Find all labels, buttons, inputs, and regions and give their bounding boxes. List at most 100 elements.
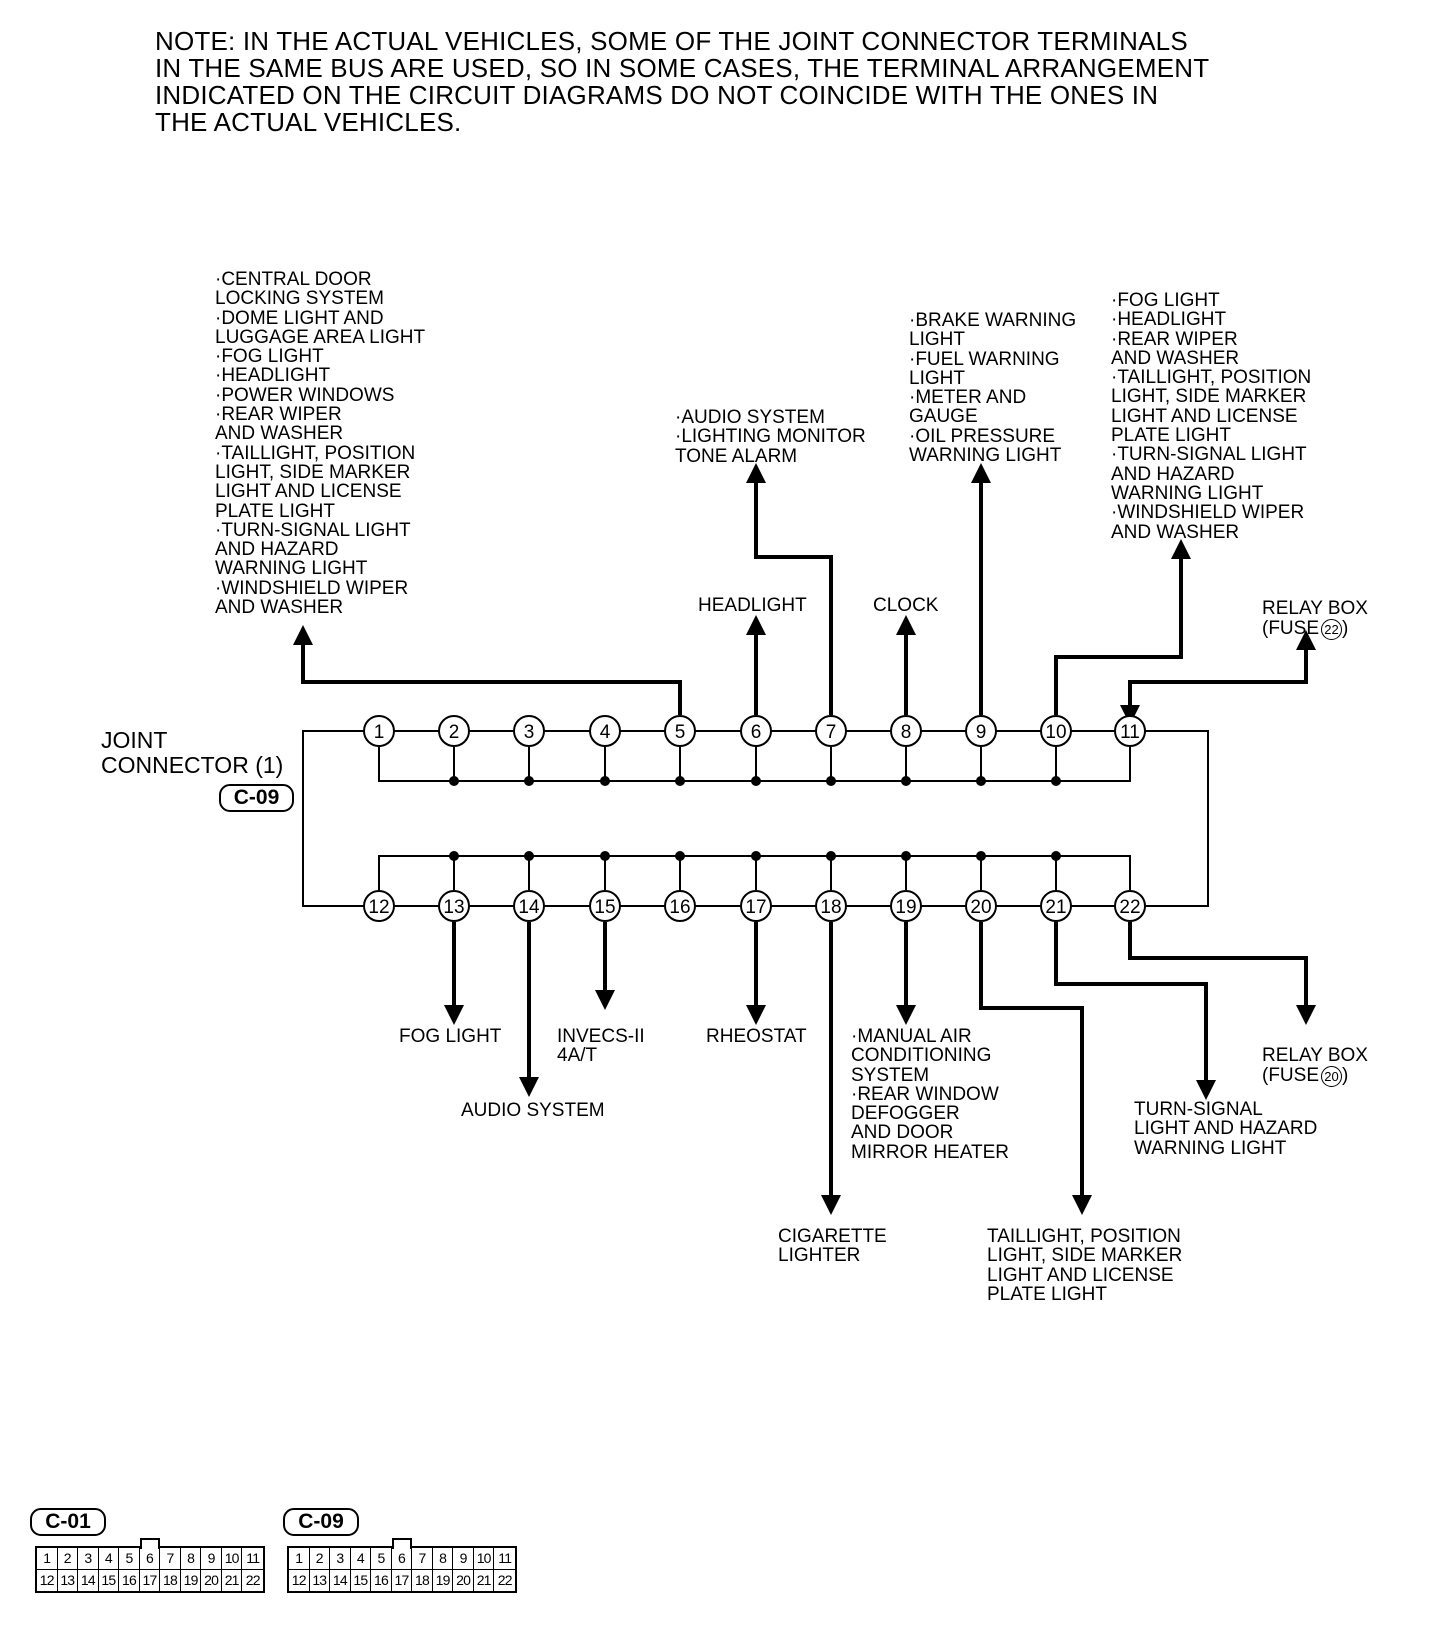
terminal-9: 9 bbox=[965, 715, 997, 747]
terminal-20: 20 bbox=[965, 890, 997, 922]
connector-name: JOINT CONNECTOR (1) bbox=[101, 727, 284, 778]
note-text: NOTE: IN THE ACTUAL VEHICLES, SOME OF TH… bbox=[155, 26, 1210, 137]
pin-16: 16 bbox=[119, 1570, 140, 1591]
terminal-5: 5 bbox=[664, 715, 696, 747]
wire-t10 bbox=[1054, 539, 1191, 715]
terminal-15: 15 bbox=[589, 890, 621, 922]
pin-8: 8 bbox=[432, 1548, 454, 1570]
pin-6: 6 bbox=[139, 1548, 161, 1570]
pin-10: 10 bbox=[221, 1548, 243, 1570]
terminal-11: 11 bbox=[1114, 715, 1146, 747]
terminal-number: 4 bbox=[600, 722, 611, 743]
wire-t5 bbox=[293, 625, 682, 715]
junction-dot bbox=[901, 776, 911, 786]
terminal-2: 2 bbox=[438, 715, 470, 747]
junction-dot bbox=[524, 776, 534, 786]
label-t10: ·FOG LIGHT ·HEADLIGHT ·REAR WIPER AND WA… bbox=[1111, 290, 1312, 543]
junction-dot bbox=[449, 851, 459, 861]
pin-5: 5 bbox=[119, 1548, 140, 1570]
pin-4: 4 bbox=[98, 1548, 120, 1570]
wire-t11 bbox=[1120, 630, 1316, 725]
junction-dot bbox=[675, 776, 685, 786]
terminal-1: 1 bbox=[363, 715, 395, 747]
terminal-number: 16 bbox=[669, 897, 690, 918]
label-t20: TAILLIGHT, POSITION LIGHT, SIDE MARKER L… bbox=[987, 1226, 1183, 1305]
terminal-13: 13 bbox=[438, 890, 470, 922]
terminal-12: 12 bbox=[363, 890, 395, 922]
fuse-20-badge: 20 bbox=[1321, 1065, 1342, 1087]
terminal-19: 19 bbox=[890, 890, 922, 922]
terminal-4: 4 bbox=[589, 715, 621, 747]
pin-21: 21 bbox=[222, 1570, 243, 1591]
junction-dot bbox=[1051, 851, 1061, 861]
pin-9: 9 bbox=[201, 1548, 222, 1570]
terminal-number: 10 bbox=[1045, 722, 1066, 743]
pin-1: 1 bbox=[289, 1548, 310, 1570]
terminal-7: 7 bbox=[815, 715, 847, 747]
label-t13: FOG LIGHT bbox=[399, 1026, 502, 1047]
terminal-number: 5 bbox=[675, 722, 686, 743]
terminal-number: 12 bbox=[368, 897, 389, 918]
terminal-number: 18 bbox=[820, 897, 841, 918]
pin-12: 12 bbox=[289, 1570, 310, 1591]
wire-t22 bbox=[1128, 922, 1316, 1025]
junction-dot bbox=[675, 851, 685, 861]
pin-21: 21 bbox=[474, 1570, 495, 1591]
pin-4: 4 bbox=[350, 1548, 372, 1570]
label-t17: RHEOSTAT bbox=[706, 1026, 807, 1047]
label-t22-paren: ) bbox=[1342, 1064, 1349, 1086]
terminal-21: 21 bbox=[1040, 890, 1072, 922]
terminal-3: 3 bbox=[513, 715, 545, 747]
pin-10: 10 bbox=[473, 1548, 495, 1570]
pin-13: 13 bbox=[310, 1570, 331, 1591]
terminal-8: 8 bbox=[890, 715, 922, 747]
terminal-number: 15 bbox=[594, 897, 615, 918]
junction-dot bbox=[751, 776, 761, 786]
label-t9: ·BRAKE WARNING LIGHT ·FUEL WARNING LIGHT… bbox=[909, 310, 1077, 467]
terminal-number: 3 bbox=[524, 722, 535, 743]
pin-20: 20 bbox=[453, 1570, 474, 1591]
terminal-number: 22 bbox=[1119, 897, 1140, 918]
pin-1: 1 bbox=[37, 1548, 58, 1570]
terminal-number: 11 bbox=[1120, 722, 1140, 743]
pin-18: 18 bbox=[160, 1570, 181, 1591]
label-t11-paren: ) bbox=[1342, 617, 1349, 639]
label-t18: CIGARETTE LIGHTER bbox=[778, 1226, 887, 1267]
junction-dot bbox=[600, 851, 610, 861]
junction-dot bbox=[600, 776, 610, 786]
terminal-number: 7 bbox=[826, 722, 837, 743]
terminal-16: 16 bbox=[664, 890, 696, 922]
connector-view-tag-c09: C-09 bbox=[283, 1508, 359, 1536]
terminal-number: 1 bbox=[374, 722, 385, 743]
label-t22-text: RELAY BOX (FUSE bbox=[1262, 1045, 1368, 1086]
terminal-6: 6 bbox=[740, 715, 772, 747]
pin-9: 9 bbox=[453, 1548, 474, 1570]
label-t11-text: RELAY BOX (FUSE bbox=[1262, 598, 1368, 639]
pin-19: 19 bbox=[181, 1570, 202, 1591]
pin-8: 8 bbox=[180, 1548, 202, 1570]
junction-dot bbox=[901, 851, 911, 861]
terminal-number: 19 bbox=[895, 897, 916, 918]
pin-11: 11 bbox=[494, 1548, 515, 1570]
terminal-number: 14 bbox=[518, 897, 540, 918]
pin-7: 7 bbox=[160, 1548, 181, 1570]
bus-drops bbox=[449, 747, 1061, 890]
pin-13: 13 bbox=[58, 1570, 79, 1591]
label-t15: INVECS-II 4A/T bbox=[557, 1026, 645, 1067]
pin-12: 12 bbox=[37, 1570, 58, 1591]
connector-key-tab bbox=[392, 1538, 412, 1549]
terminal-10: 10 bbox=[1040, 715, 1072, 747]
label-t19: ·MANUAL AIR CONDITIONING SYSTEM ·REAR WI… bbox=[851, 1026, 1009, 1163]
terminal-18: 18 bbox=[815, 890, 847, 922]
pin-20: 20 bbox=[201, 1570, 222, 1591]
pin-22: 22 bbox=[245, 1572, 261, 1588]
terminal-number: 17 bbox=[745, 897, 766, 918]
terminal-number: 13 bbox=[443, 897, 464, 918]
pin-15: 15 bbox=[351, 1570, 372, 1591]
pin-5: 5 bbox=[371, 1548, 392, 1570]
pin-19: 19 bbox=[433, 1570, 454, 1591]
terminal-14: 14 bbox=[513, 890, 545, 922]
